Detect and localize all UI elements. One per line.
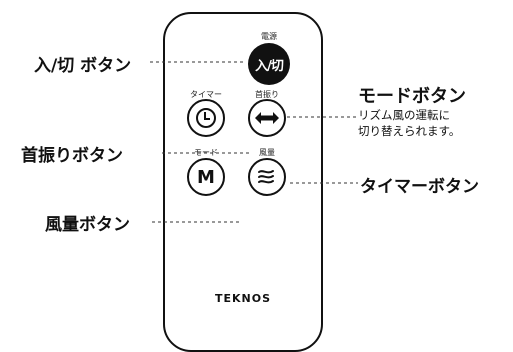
wind-button[interactable] — [248, 158, 286, 196]
wind-icon — [258, 170, 274, 184]
mode-callout: モードボタン — [358, 86, 466, 107]
swing-callout: 首振りボタン — [21, 146, 123, 166]
leader-lines — [150, 61, 358, 223]
power-button[interactable]: 入/切 — [248, 43, 290, 85]
wind-top-label: 風量 — [259, 148, 275, 157]
clock-icon — [196, 108, 216, 128]
mode-desc-line2: 切り替えられます。 — [358, 124, 461, 138]
timer-top-label: タイマー — [190, 90, 222, 99]
wind-callout: 風量ボタン — [45, 215, 130, 235]
mode-desc-line1: リズム風の運転に — [358, 108, 450, 122]
mode-button[interactable]: M — [187, 158, 225, 196]
power-button-label: 入/切 — [255, 58, 284, 74]
swing-top-label: 首振り — [255, 90, 279, 99]
timer-callout: タイマーボタン — [360, 177, 479, 197]
timer-button[interactable] — [187, 99, 225, 137]
brand-logo: TEKNOS — [214, 292, 272, 305]
swing-button[interactable] — [248, 99, 286, 137]
diagram: 電源 入/切 タイマー 首振り モード M 風量 — [21, 12, 479, 352]
mode-button-label: M — [197, 166, 215, 188]
power-callout: 入/切 ボタン — [34, 56, 132, 76]
power-top-label: 電源 — [261, 32, 277, 41]
double-arrow-icon — [255, 112, 279, 124]
